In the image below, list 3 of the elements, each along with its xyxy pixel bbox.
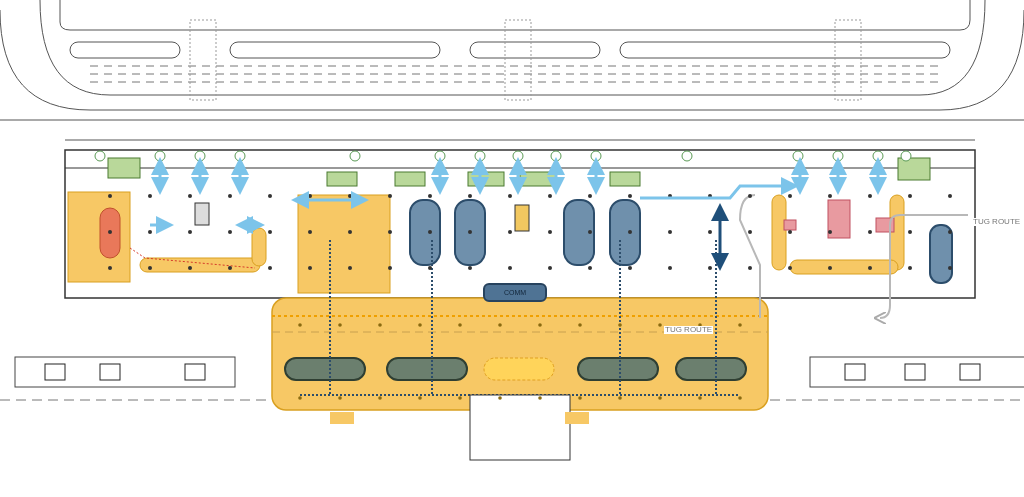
storage-room xyxy=(483,283,547,302)
route-label: TUG ROUTE xyxy=(972,218,1022,226)
route-label: TUG ROUTE xyxy=(664,326,714,334)
